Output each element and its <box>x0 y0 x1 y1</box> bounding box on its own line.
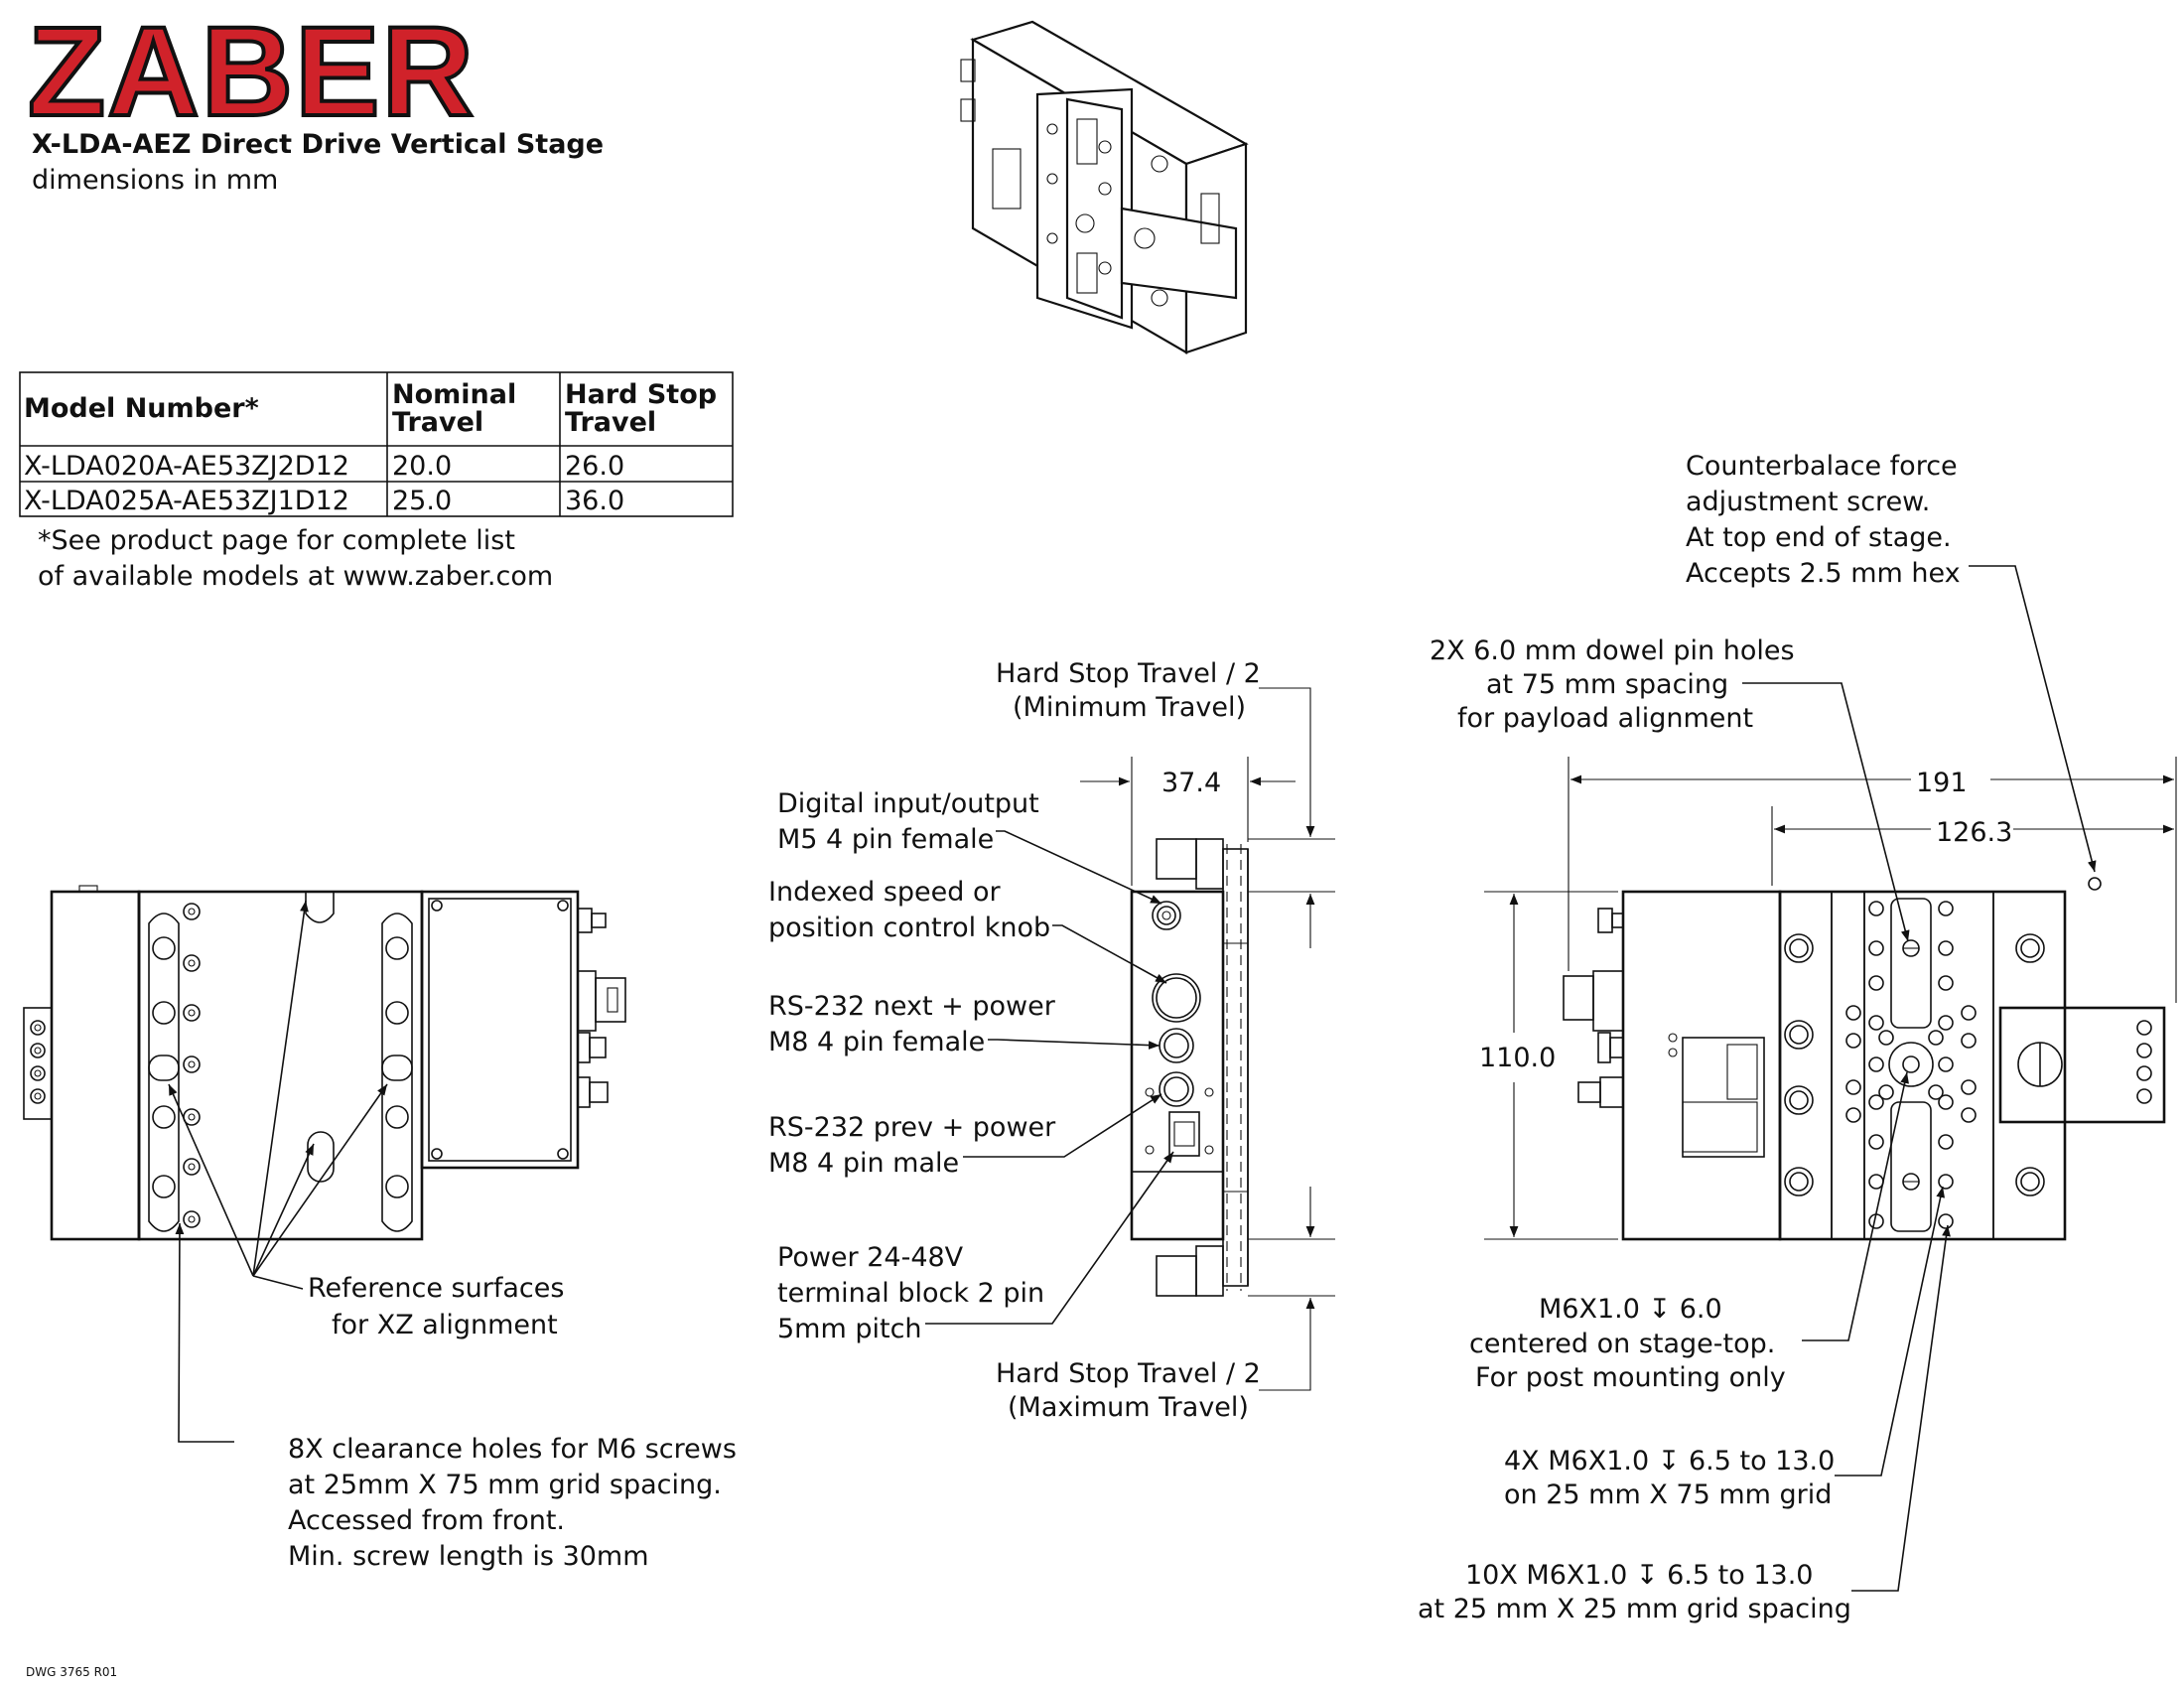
label-m6-10x: at 25 mm X 25 mm grid spacing <box>1418 1594 1851 1624</box>
label-rs232-next: RS-232 next + power <box>768 991 1056 1022</box>
label-rs232-prev: RS-232 prev + power <box>768 1112 1056 1143</box>
label-counterbalance: Counterbalace force <box>1686 451 1958 482</box>
label-rs232-next: M8 4 pin female <box>768 1027 985 1057</box>
table-cell: 20.0 <box>392 451 452 482</box>
label-hard-stop-max: (Maximum Travel) <box>1008 1392 1249 1423</box>
drawing-number: DWG 3765 R01 <box>26 1665 117 1679</box>
label-m6-center: centered on stage-top. <box>1469 1329 1775 1359</box>
label-dowel: at 75 mm spacing <box>1486 669 1728 700</box>
dimension-height: 110.0 <box>1479 1043 1556 1073</box>
label-knob: Indexed speed or <box>768 877 1001 908</box>
label-hard-stop-min: Hard Stop Travel / 2 <box>996 658 1261 689</box>
front-view-leaders <box>1742 565 2097 1592</box>
table-header-model: Model Number* <box>24 393 259 424</box>
table-cell: 36.0 <box>565 486 624 516</box>
label-knob: position control knob <box>768 913 1050 943</box>
label-digital-io: Digital input/output <box>777 788 1039 819</box>
table-cell: 26.0 <box>565 451 624 482</box>
zaber-logo: ZABER <box>28 1 476 143</box>
isometric-view <box>960 20 1249 354</box>
table-header-hardstop: Hard Stop <box>565 379 717 410</box>
label-power: 5mm pitch <box>777 1314 922 1344</box>
label-clearance-holes: 8X clearance holes for M6 screws <box>288 1434 737 1465</box>
left-view-leaders <box>168 900 388 1443</box>
label-reference-surfaces: for XZ alignment <box>332 1310 558 1340</box>
label-hard-stop-min: (Minimum Travel) <box>1013 692 1246 723</box>
table-header-hardstop: Travel <box>565 407 656 438</box>
dimension-side-width-value: 37.4 <box>1161 768 1221 798</box>
label-m6-4x: 4X M6X1.0 ↧ 6.5 to 13.0 <box>1504 1446 1835 1477</box>
dimension-carriage-offset: 126.3 <box>1936 817 2012 848</box>
dimension-overall-length: 191 <box>1916 768 1968 798</box>
dimension-side-width <box>1080 757 1296 886</box>
label-hard-stop-max: Hard Stop Travel / 2 <box>996 1358 1261 1389</box>
label-counterbalance: adjustment screw. <box>1686 487 1930 517</box>
table-cell: 25.0 <box>392 486 452 516</box>
label-dowel: 2X 6.0 mm dowel pin holes <box>1430 635 1795 666</box>
back-view <box>23 885 626 1241</box>
label-m6-10x: 10X M6X1.0 ↧ 6.5 to 13.0 <box>1465 1560 1813 1591</box>
units-note: dimensions in mm <box>32 165 278 196</box>
table-cell: X-LDA020A-AE53ZJ2D12 <box>24 451 349 482</box>
dimension-front <box>1484 757 2177 1240</box>
front-view <box>1563 877 2166 1241</box>
dimension-hard-stop <box>1248 687 1335 1391</box>
label-power: terminal block 2 pin <box>777 1278 1044 1309</box>
table-header-nominal: Travel <box>392 407 483 438</box>
label-clearance-holes: Accessed from front. <box>288 1505 565 1536</box>
table-header-nominal: Nominal <box>392 379 516 410</box>
label-counterbalance: Accepts 2.5 mm hex <box>1686 558 1961 589</box>
table-cell: X-LDA025A-AE53ZJ1D12 <box>24 486 349 516</box>
label-reference-surfaces: Reference surfaces <box>308 1273 564 1304</box>
label-rs232-prev: M8 4 pin male <box>768 1148 959 1179</box>
table-footnote: of available models at www.zaber.com <box>38 561 553 592</box>
model-table: Model Number* Nominal Travel Hard Stop T… <box>19 371 734 517</box>
label-m6-center: For post mounting only <box>1475 1362 1786 1393</box>
side-view <box>1130 838 1249 1297</box>
connector-leaders <box>925 830 1174 1325</box>
label-clearance-holes: at 25mm X 75 mm grid spacing. <box>288 1470 722 1500</box>
label-dowel: for payload alignment <box>1457 703 1753 734</box>
label-power: Power 24-48V <box>777 1242 964 1273</box>
label-m6-4x: on 25 mm X 75 mm grid <box>1504 1479 1832 1510</box>
label-digital-io: M5 4 pin female <box>777 824 994 855</box>
label-counterbalance: At top end of stage. <box>1686 522 1952 553</box>
label-clearance-holes: Min. screw length is 30mm <box>288 1541 649 1572</box>
drawing-title: X-LDA-AEZ Direct Drive Vertical Stage <box>32 129 604 160</box>
label-m6-center: M6X1.0 ↧ 6.0 <box>1539 1294 1722 1325</box>
table-footnote: *See product page for complete list <box>38 525 515 556</box>
